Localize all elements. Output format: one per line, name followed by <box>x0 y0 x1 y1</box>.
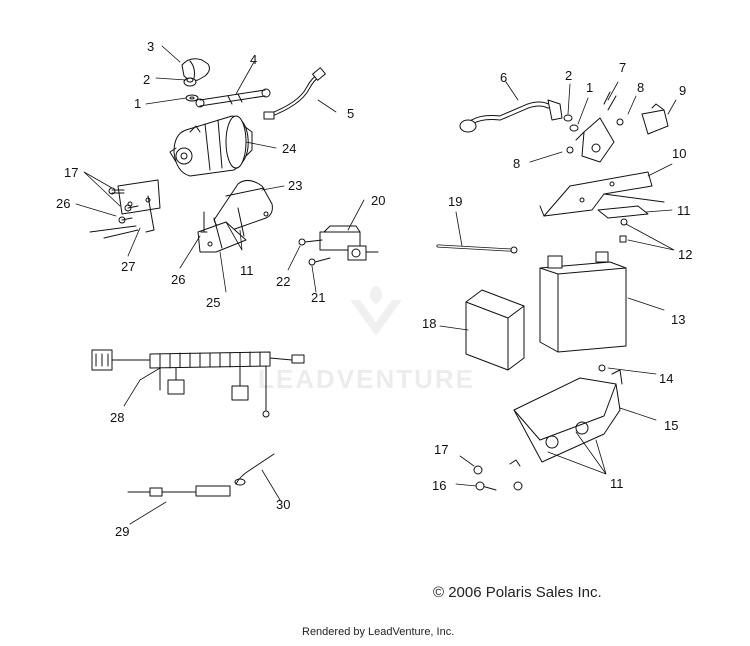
part-nut <box>183 77 197 87</box>
part-bracket <box>117 179 161 233</box>
callout-23: 23 <box>288 178 303 193</box>
part-cable <box>263 67 326 120</box>
part-washer <box>185 94 199 102</box>
part-screws <box>298 238 331 266</box>
part-solenoid <box>319 225 379 261</box>
part-strap-right <box>597 205 649 219</box>
part-battery <box>539 251 627 353</box>
callout-6: 6 <box>500 70 508 85</box>
part-small-wire <box>200 211 208 233</box>
callout-7: 7 <box>619 60 627 75</box>
callout-14: 14 <box>659 371 674 386</box>
callout-15: 15 <box>664 418 679 433</box>
callout-13: 13 <box>671 312 686 327</box>
rendered-by-credit: Rendered by LeadVenture, Inc. <box>302 626 455 638</box>
part-pad <box>465 289 525 371</box>
callout-25: 25 <box>206 295 221 310</box>
callout-30: 30 <box>276 497 291 512</box>
callout-2: 2 <box>143 72 151 87</box>
callout-1: 1 <box>134 96 142 111</box>
part-ground-cable <box>436 244 518 254</box>
callout-2-right: 2 <box>565 68 573 83</box>
callout-17-right: 17 <box>434 442 449 457</box>
part-starter-motor <box>169 115 253 177</box>
callout-26-left: 26 <box>56 196 71 211</box>
callout-3: 3 <box>147 39 155 54</box>
part-mount <box>197 180 273 253</box>
leader-lines <box>75 45 677 525</box>
callout-26-mid: 26 <box>171 272 186 287</box>
callout-27: 27 <box>121 259 136 274</box>
part-tray <box>539 171 665 217</box>
callout-18: 18 <box>422 316 437 331</box>
part-battery-holder <box>513 369 623 463</box>
part-cap <box>181 58 210 81</box>
callout-21: 21 <box>311 290 326 305</box>
part-cover <box>641 103 669 135</box>
part-small-cable <box>127 453 275 497</box>
part-strap <box>195 88 271 108</box>
copyright-notice: © 2006 Polaris Sales Inc. <box>433 584 602 601</box>
part-bolt-8a <box>616 118 624 126</box>
callout-12: 12 <box>678 247 693 262</box>
callout-9: 9 <box>679 83 687 98</box>
callout-17-left: 17 <box>64 165 79 180</box>
part-bolt-14 <box>598 364 606 372</box>
part-bolts-right <box>473 459 523 491</box>
callout-28: 28 <box>110 410 125 425</box>
callout-16: 16 <box>432 478 447 493</box>
callout-20: 20 <box>371 193 386 208</box>
part-nut-washer-right <box>563 114 579 132</box>
callout-10: 10 <box>672 146 687 161</box>
callout-11-bottom: 11 <box>610 476 624 491</box>
callout-4: 4 <box>250 52 258 67</box>
callout-5: 5 <box>347 106 355 121</box>
callout-8-top: 8 <box>637 80 645 95</box>
part-harness <box>91 349 305 418</box>
callout-19: 19 <box>448 194 463 209</box>
callout-1-right: 1 <box>586 80 594 95</box>
callout-22: 22 <box>276 274 291 289</box>
part-battery-cable <box>459 99 563 133</box>
callout-11-left: 11 <box>240 263 254 278</box>
callout-29: 29 <box>115 524 130 539</box>
part-screws-right <box>619 218 628 243</box>
part-bolt-8b <box>566 146 574 154</box>
callout-8-mid: 8 <box>513 156 521 171</box>
callout-24: 24 <box>282 141 297 156</box>
callout-11-right: 11 <box>677 203 691 218</box>
part-relay <box>575 91 617 163</box>
part-wire-left <box>89 225 139 239</box>
